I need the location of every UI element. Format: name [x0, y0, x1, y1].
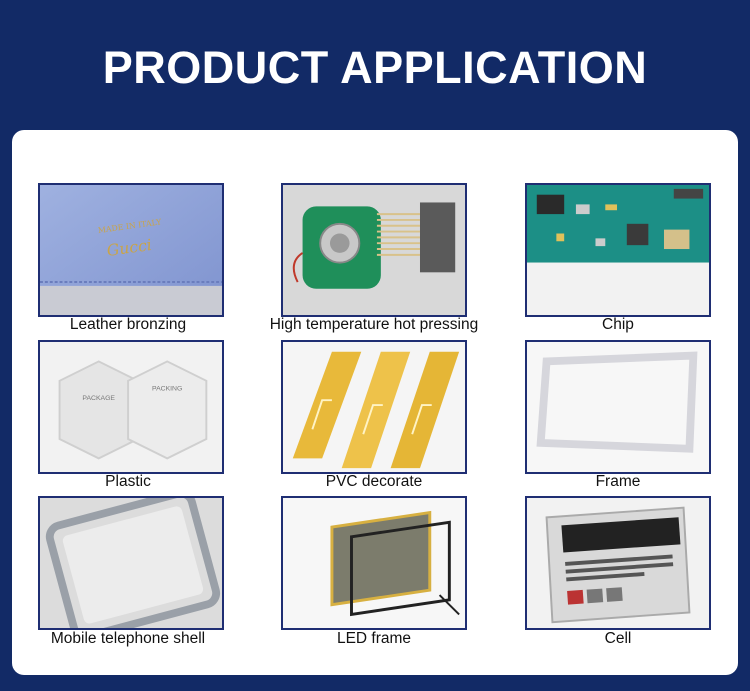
cell-image	[525, 496, 711, 630]
frame-image	[525, 340, 711, 474]
application-panel: MADE IN ITALY Gucci Leather bronzing Hig…	[12, 130, 738, 675]
caption-frame: Frame	[595, 473, 641, 490]
caption-chip: Chip	[602, 316, 634, 333]
caption-leather-bronzing: Leather bronzing	[69, 316, 187, 333]
leather-bronzing-image: MADE IN ITALY Gucci	[38, 183, 224, 317]
svg-text:PACKAGE: PACKAGE	[82, 395, 115, 402]
svg-text:Gucci: Gucci	[106, 236, 153, 260]
led-frame-image	[281, 496, 467, 630]
svg-text:PACKING: PACKING	[152, 386, 182, 393]
plastic-image: PACKAGE PACKING	[38, 340, 224, 474]
caption-plastic: Plastic	[105, 473, 151, 490]
caption-led-frame: LED frame	[336, 630, 412, 647]
caption-hot-pressing: High temperature hot pressing	[269, 316, 479, 333]
mobile-shell-image	[38, 496, 224, 630]
caption-mobile-shell: Mobile telephone shell	[50, 630, 206, 647]
chip-image	[525, 183, 711, 317]
pvc-decorate-image	[281, 340, 467, 474]
page-title: PRODUCT APPLICATION	[102, 42, 648, 93]
caption-cell: Cell	[604, 630, 632, 647]
hot-pressing-image	[281, 183, 467, 317]
caption-pvc-decorate: PVC decorate	[325, 473, 423, 490]
